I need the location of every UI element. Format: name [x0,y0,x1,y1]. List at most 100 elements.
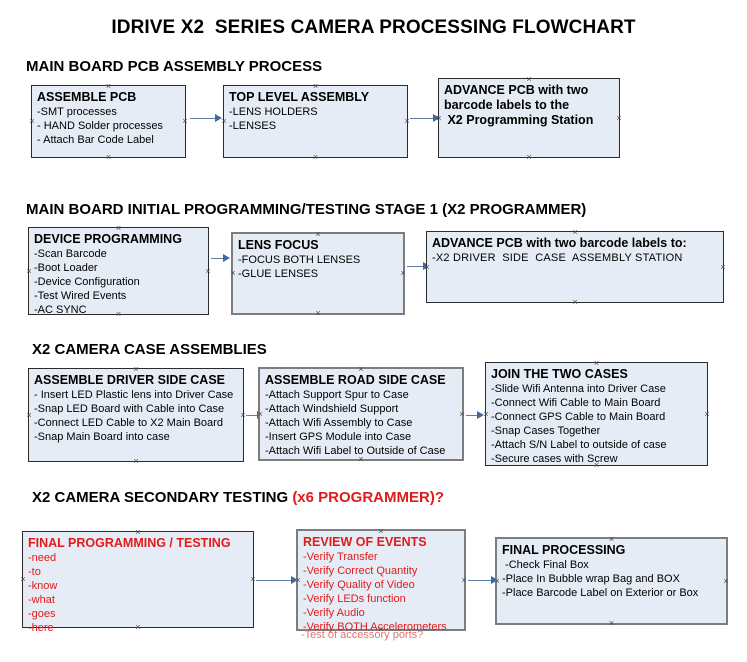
resize-handle-right[interactable] [704,411,711,418]
connector-shaft [190,118,216,120]
resize-handle-right[interactable] [720,264,727,271]
resize-handle-top[interactable] [133,366,140,373]
box-line: -Attach S/N Label to outside of case [491,439,667,451]
connector-arrow [466,411,484,420]
resize-handle-top[interactable] [105,83,112,90]
box-line: -Place Barcode Label on Exterior or Box [502,587,699,599]
resize-handle-right[interactable] [205,268,212,275]
resize-handle-right[interactable] [250,576,257,583]
resize-handle-left[interactable] [494,578,501,585]
box-line: -Attach Wifi Label to Outside of Case [265,445,446,457]
resize-handle-bottom[interactable] [572,299,579,306]
resize-handle-bottom[interactable] [312,154,319,161]
resize-handle-top[interactable] [378,528,385,535]
box-line: -goes [28,608,56,620]
section-header-pcb-assembly: MAIN BOARD PCB ASSEMBLY PROCESS [26,58,323,75]
box-device-programming[interactable]: DEVICE PROGRAMMING -Scan Barcode -Boot L… [26,225,212,318]
box-line: -Verify Audio [303,607,365,619]
box-title: FINAL PROGRAMMING / TESTING [28,536,231,550]
box-line: -Connect LED Cable to X2 Main Board [34,417,223,429]
resize-handle-left[interactable] [257,411,264,418]
box-assemble-pcb[interactable]: ASSEMBLE PCB -SMT processes - HAND Solde… [31,85,186,158]
box-title: ASSEMBLE DRIVER SIDE CASE [34,373,226,387]
resize-handle-right[interactable] [404,118,411,125]
box-line: -Check Final Box [502,559,589,571]
resize-handle-left[interactable] [221,118,228,125]
box-top-level-assembly[interactable]: TOP LEVEL ASSEMBLY -LENS HOLDERS -LENSES [223,85,408,158]
box-line: -Verify LEDs function [303,593,406,605]
resize-handle-top[interactable] [358,366,365,373]
box-review-of-events[interactable]: REVIEW OF EVENTS -Verify Transfer -Verif… [295,528,468,633]
resize-handle-left[interactable] [436,115,443,122]
resize-handle-left[interactable] [230,270,237,277]
connector-shaft [410,118,434,120]
box-title: REVIEW OF EVENTS [303,535,427,549]
box-line-overflow: -Test of accessory ports? [301,629,424,641]
resize-handle-left[interactable] [483,411,490,418]
box-line: -Attach Windshield Support [265,403,399,415]
box-line: -AC SYNC [34,304,87,316]
resize-handle-top[interactable] [135,529,142,536]
box-line: - Insert LED Plastic lens into Driver Ca… [34,389,234,401]
box-line: -Verify Quality of Video [303,579,415,591]
resize-handle-bottom[interactable] [115,311,122,318]
box-title: DEVICE PROGRAMMING [34,232,182,246]
resize-handle-top[interactable] [312,83,319,90]
resize-handle-left[interactable] [26,268,33,275]
resize-handle-bottom[interactable] [133,458,140,465]
box-line: -here [28,622,54,634]
box-line: -Attach Support Spur to Case [265,389,409,401]
box-title: ASSEMBLE PCB [37,90,137,104]
box-line: -Snap Cases Together [491,425,601,437]
resize-handle-top[interactable] [593,360,600,367]
section-header-case-assemblies: X2 CAMERA CASE ASSEMBLIES [32,341,267,358]
page-title: IDRIVE X2 SERIES CAMERA PROCESSING FLOWC… [111,17,636,38]
connector-shaft [256,580,292,582]
box-line: -Verify Transfer [303,551,378,563]
resize-handle-left[interactable] [295,577,302,584]
box-advance-pcb-programming-station[interactable]: ADVANCE PCB with two barcode labels to t… [438,78,620,158]
resize-handle-bottom[interactable] [593,462,600,469]
resize-handle-right[interactable] [616,115,623,122]
box-assemble-road-side-case[interactable]: ASSEMBLE ROAD SIDE CASE -Attach Support … [258,367,464,461]
resize-handle-bottom[interactable] [135,624,142,631]
resize-handle-bottom[interactable] [315,310,322,317]
resize-handle-top[interactable] [572,229,579,236]
box-final-processing[interactable]: FINAL PROCESSING -Check Final Box -Place… [495,537,728,625]
box-line: - HAND Solder processes [37,120,163,132]
resize-handle-top[interactable] [315,231,322,238]
resize-handle-right[interactable] [240,412,247,419]
resize-handle-left[interactable] [29,118,36,125]
resize-handle-left[interactable] [20,576,27,583]
box-line: -Place In Bubble wrap Bag and BOX [502,573,680,585]
box-advance-pcb-driver-side[interactable]: ADVANCE PCB with two barcode labels to: … [426,231,724,303]
section-header-secondary-testing: X2 CAMERA SECONDARY TESTING (x6 PROGRAMM… [32,489,444,506]
connector-arrow [190,114,222,123]
box-line: -LENS HOLDERS [229,106,318,118]
resize-handle-top[interactable] [115,225,122,232]
box-final-programming-testing[interactable]: FINAL PROGRAMMING / TESTING -need -to -k… [20,529,257,634]
box-line: -Insert GPS Module into Case [265,431,412,443]
box-title: LENS FOCUS [238,238,319,252]
resize-handle-bottom[interactable] [105,154,112,161]
resize-handle-right[interactable] [461,577,468,584]
box-join-the-two-cases[interactable]: JOIN THE TWO CASES -Slide Wifi Antenna i… [485,362,708,466]
resize-handle-top[interactable] [526,76,533,83]
box-assemble-driver-side-case[interactable]: ASSEMBLE DRIVER SIDE CASE - Insert LED P… [28,368,244,462]
resize-handle-bottom[interactable] [608,620,615,627]
resize-handle-bottom[interactable] [526,154,533,161]
resize-handle-left[interactable] [26,412,33,419]
box-title: ADVANCE PCB with two barcode labels to: [432,236,687,250]
resize-handle-left[interactable] [424,264,431,271]
box-line: -Verify BOTH Accelerometers [303,621,447,633]
resize-handle-bottom[interactable] [358,456,365,463]
resize-handle-top[interactable] [608,536,615,543]
box-line: -to [28,566,41,578]
resize-handle-right[interactable] [459,411,466,418]
resize-handle-right[interactable] [723,578,730,585]
resize-handle-right[interactable] [400,270,407,277]
box-lens-focus[interactable]: LENS FOCUS -FOCUS BOTH LENSES -GLUE LENS… [231,232,405,315]
box-line: -need [28,552,57,564]
resize-handle-right[interactable] [182,118,189,125]
